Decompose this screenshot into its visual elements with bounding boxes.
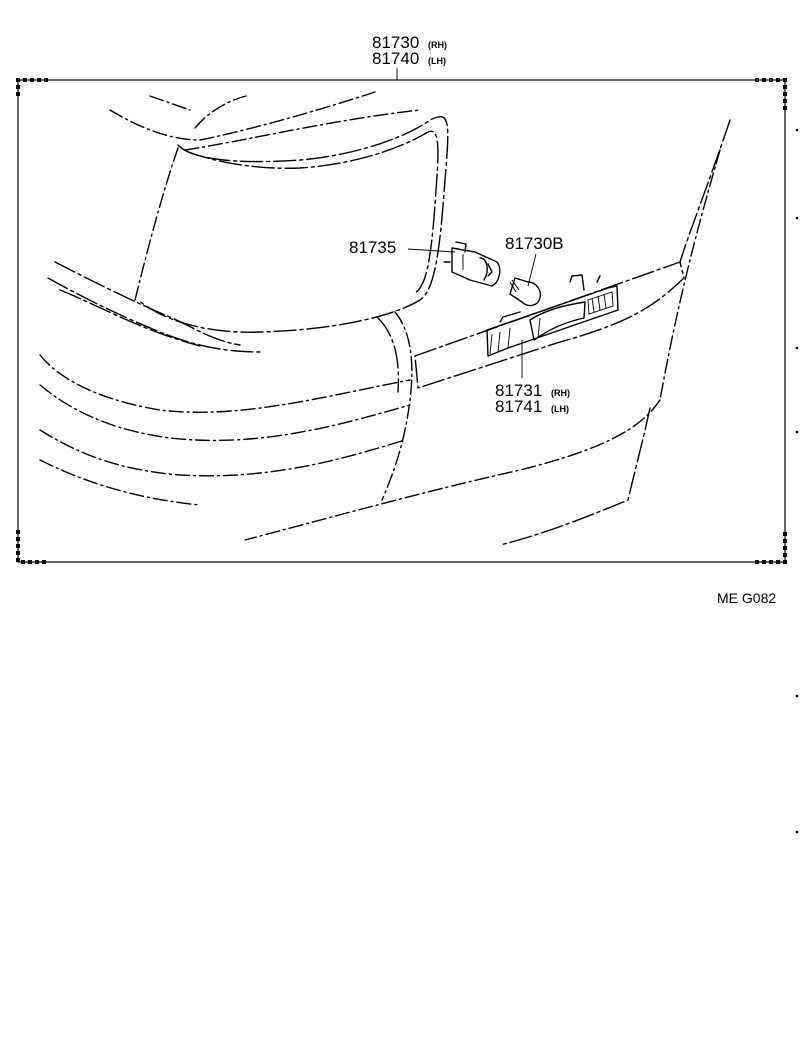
vehicle-body-outline [39,91,731,546]
assembly-lh-side: (LH) [428,56,446,66]
assembly-rh-number: 81730 [372,33,419,52]
bulb-part-number: 81730B [505,234,564,253]
callout-lens: 81731 (RH) 81741 (LH) [495,381,570,416]
socket-part-number: 81735 [349,238,396,257]
lens-lh-side: (LH) [551,404,569,414]
scan-specks [795,128,799,834]
diagram-frame [16,78,787,564]
lens-lh-number: 81741 [495,397,542,416]
bulb [509,277,542,307]
lens-rh-side: (RH) [551,388,570,398]
lens-rh-number: 81731 [495,381,542,400]
assembly-rh-side: (RH) [428,40,447,50]
socket [443,241,501,287]
figure-code: ME G082 [717,590,776,606]
assembly-lh-number: 81740 [372,49,419,68]
side-marker-lens [486,274,619,357]
callout-assembly: 81730 (RH) 81740 (LH) [372,33,447,68]
leader-lines [396,68,537,378]
